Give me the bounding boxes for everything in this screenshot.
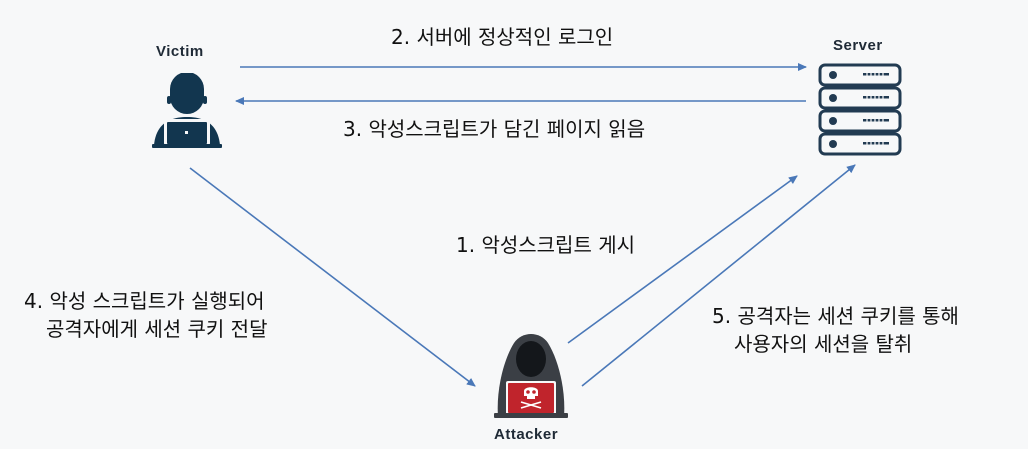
step5-label-line2: 사용자의 세션을 탈취 — [734, 332, 913, 356]
victim-label: Victim — [156, 43, 204, 60]
step4-label-line2: 공격자에게 세션 쿠키 전달 — [46, 317, 268, 341]
step3-label: 3. 악성스크립트가 담긴 페이지 읽음 — [343, 117, 646, 141]
hooded-hacker-icon — [494, 334, 568, 418]
user-laptop-icon — [152, 73, 222, 148]
arrow-attacker-to-server-hijack — [581, 164, 856, 387]
arrow-victim-to-attacker — [189, 167, 476, 387]
step1-label: 1. 악성스크립트 게시 — [456, 233, 635, 257]
attacker-label: Attacker — [494, 426, 559, 443]
step4-label-line1: 4. 악성 스크립트가 실행되어 — [24, 289, 265, 313]
server-label: Server — [833, 37, 883, 54]
step5-label-line1: 5. 공격자는 세션 쿠키를 통해 — [712, 304, 959, 328]
arrow-attacker-to-server-post — [567, 175, 798, 344]
server-rack-icon — [818, 63, 902, 156]
step2-label: 2. 서버에 정상적인 로그인 — [391, 25, 614, 49]
